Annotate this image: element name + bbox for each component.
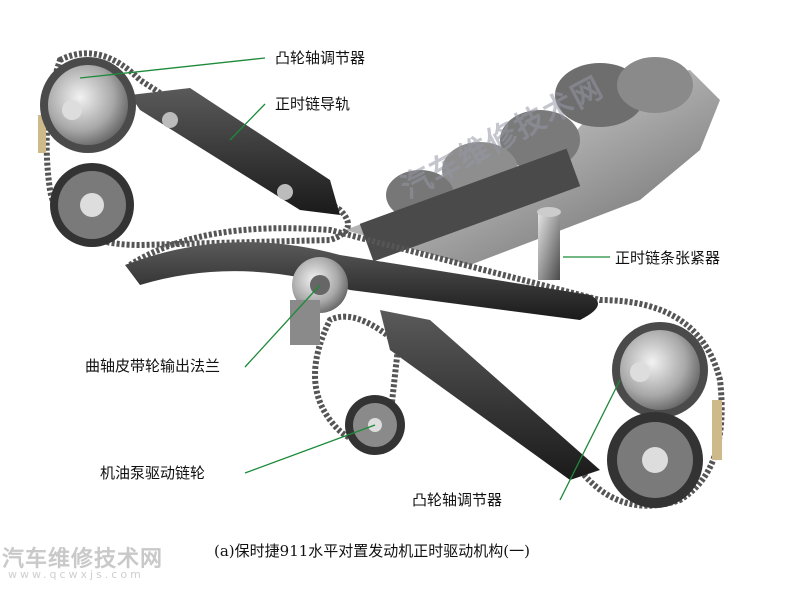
leader-oil-pump <box>244 424 376 474</box>
chain-guide-upper <box>130 88 340 215</box>
leader-chain-guide <box>229 103 266 141</box>
label-tensioner: 正时链条张紧器 <box>615 249 721 267</box>
guide-bolt <box>277 184 293 200</box>
cam-adjuster-bottom-part <box>612 322 708 418</box>
watermark-url: www.qcwxjs.com <box>8 568 144 581</box>
crank-flange-part <box>290 257 348 345</box>
guide-bolt <box>162 112 178 128</box>
cam-adjuster-top-part <box>40 57 136 153</box>
watermark-corner: 汽车维修技术网 <box>2 547 164 572</box>
cam-sprocket-right <box>607 412 703 508</box>
chain-guide-diagonal <box>380 310 600 480</box>
leader-cam-adjuster-top <box>79 57 266 79</box>
label-crank-flange: 曲轴皮带轮输出法兰 <box>85 357 221 375</box>
chain-guide-lower <box>125 242 598 320</box>
label-cam-adjuster-bottom: 凸轮轴调节器 <box>412 491 503 509</box>
leader-cam-adjuster-bottom <box>559 379 621 501</box>
label-cam-adjuster-top: 凸轮轴调节器 <box>275 49 366 67</box>
chain-upper <box>43 50 351 249</box>
guide-pad <box>38 115 46 153</box>
crankshaft <box>345 57 720 265</box>
tensioner-part <box>537 207 561 280</box>
label-oil-pump-sprocket: 机油泵驱动链轮 <box>100 464 206 482</box>
cam-sprocket-left <box>50 163 134 247</box>
guide-pad <box>712 400 722 460</box>
figure-caption: (a)保时捷911水平对置发动机正时驱动机构(一) <box>214 542 530 560</box>
label-chain-guide: 正时链导轨 <box>275 95 351 113</box>
leader-crank-flange <box>244 284 321 368</box>
